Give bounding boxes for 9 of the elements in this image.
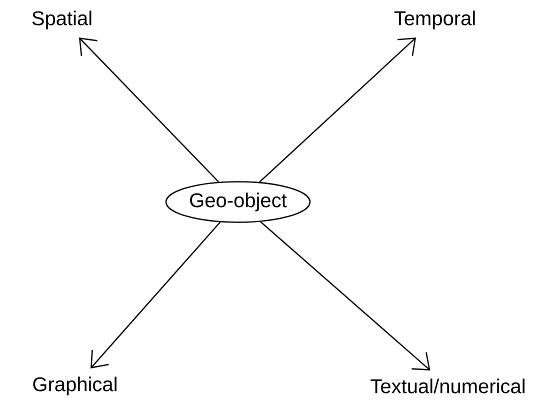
label-text: Spatial bbox=[32, 10, 92, 30]
label-text: Textual/numerical bbox=[370, 378, 524, 394]
arrow bbox=[259, 38, 416, 183]
ellipse-node: Geo-object bbox=[165, 181, 311, 223]
arrow bbox=[78, 38, 219, 182]
arrow bbox=[90, 222, 221, 368]
arrow bbox=[260, 221, 430, 370]
label-text: Temporal bbox=[394, 10, 475, 30]
label-text: Graphical bbox=[33, 376, 116, 396]
